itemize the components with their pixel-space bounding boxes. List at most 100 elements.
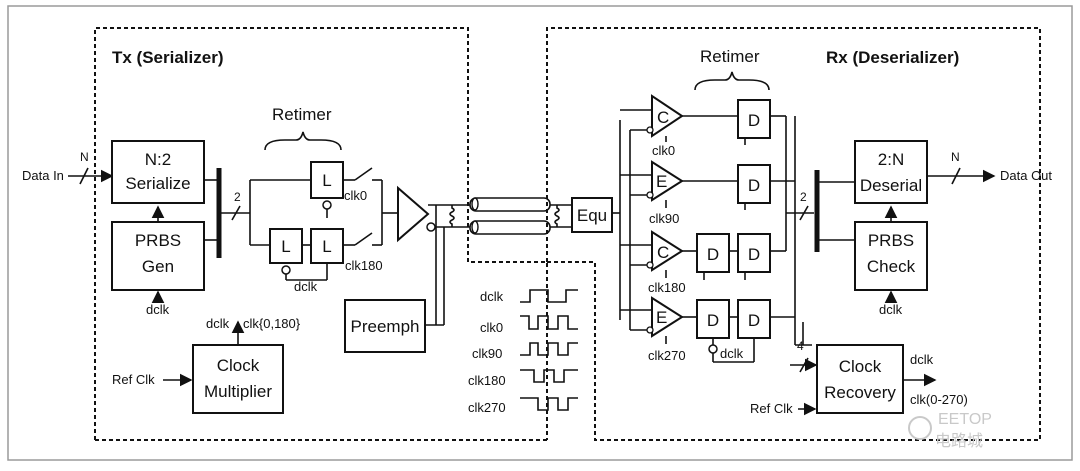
timing-diagram: dclk clk0 clk90 clk180 clk270: [468, 289, 578, 415]
rx-title: Rx (Deserializer): [826, 48, 959, 67]
wave-clk270: [520, 397, 578, 411]
tx-retimer-brace: [264, 131, 342, 151]
tx-latch-bottom-1: [269, 228, 303, 264]
prbs-check-dclk-label: dclk: [879, 302, 903, 317]
svg-text:E: E: [656, 308, 667, 327]
outer-frame: [7, 5, 1073, 461]
rx-clk180-label: clk180: [648, 280, 686, 295]
svg-text:D: D: [748, 311, 760, 330]
rx-termination: [554, 205, 560, 227]
clock-recovery-block: [816, 344, 904, 414]
rx-flipflop-4b: D: [737, 299, 795, 339]
rx-clk0-label: clk0: [652, 143, 675, 158]
tx-bus-width: 2: [234, 190, 241, 204]
serializer-label-1: N:2: [145, 150, 171, 169]
svg-text:C: C: [657, 243, 669, 262]
equalizer-block: [571, 197, 613, 233]
clock-recovery-clk-label: clk(0-270): [910, 392, 968, 407]
svg-text:D: D: [748, 176, 760, 195]
serializer-block: [111, 140, 205, 204]
tx-latch-top: [310, 161, 344, 199]
rx-bus4-label: 4: [797, 339, 804, 353]
prbs-check-label-1: PRBS: [868, 231, 914, 250]
svg-text:D: D: [748, 111, 760, 130]
clk0-switch: [354, 167, 373, 181]
rx-boundary: [546, 27, 1041, 441]
channel-pair-bottom: [469, 220, 551, 235]
data-out-label: Data Out: [1000, 168, 1052, 183]
data-in-label: Data In: [22, 168, 64, 183]
rx-flipflop-4a: D: [696, 299, 738, 339]
prbs-check-label-2: Check: [867, 257, 916, 276]
clkmul-dclk-label: dclk: [206, 316, 230, 331]
rx-clk270-label: clk270: [648, 348, 686, 363]
n-in-label: N: [80, 150, 89, 164]
n-out-label: N: [951, 150, 960, 164]
svg-text:E: E: [656, 172, 667, 191]
channel-pair-top: [469, 197, 551, 212]
deserializer-block: [854, 140, 928, 204]
prbs-gen-label-2: Gen: [142, 257, 174, 276]
clkmul-label-1: Clock: [217, 356, 260, 375]
clock-recovery-label-2: Recovery: [824, 383, 896, 402]
tx-termination: [449, 205, 455, 227]
tx-region: Tx (Serializer) Data In N N:2 Serialize …: [22, 27, 548, 441]
svg-text:D: D: [748, 245, 760, 264]
rx-comparator-e270: E clk270: [620, 296, 697, 363]
prbs-check-block: [854, 221, 928, 291]
svg-text:C: C: [657, 108, 669, 127]
rx-ff-dclk-label: dclk: [720, 346, 744, 361]
timing-dclk-label: dclk: [480, 289, 504, 304]
wave-clk180: [520, 369, 578, 383]
rx-ref-clk-label: Ref Clk: [750, 401, 793, 416]
rx-comparator-c180: C clk180: [620, 230, 697, 295]
timing-clk0-label: clk0: [480, 320, 503, 335]
tx-title: Tx (Serializer): [112, 48, 224, 67]
rx-comparator-c0: C clk0: [620, 94, 738, 158]
rx-flipflop-2: D: [737, 164, 795, 204]
deserializer-label-1: 2:N: [878, 150, 904, 169]
rx-flipflop-1: D: [737, 99, 786, 139]
svg-text:L: L: [281, 237, 290, 256]
rx-retimer-brace: [694, 71, 770, 91]
serializer-label-2: Serialize: [125, 174, 190, 193]
watermark: EETOP 电路城: [908, 411, 992, 450]
clk180-switch: [354, 232, 373, 246]
tx-clk180-label: clk180: [345, 258, 383, 273]
tx-retimer-label: Retimer: [272, 105, 332, 124]
svg-text:L: L: [322, 237, 331, 256]
rx-region: Rx (Deserializer) Equ Retimer C clk0: [546, 27, 1052, 441]
rx-comparator-e90: E clk90: [620, 160, 738, 226]
rx-flipflop-3b: D: [737, 233, 786, 273]
tx-driver: [397, 185, 430, 243]
svg-text:L: L: [322, 171, 331, 190]
channel: [469, 197, 551, 235]
watermark-logo-icon: [908, 416, 932, 440]
clock-recovery-label-1: Clock: [839, 357, 882, 376]
timing-clk180-label: clk180: [468, 373, 506, 388]
clkmul-clk-label: clk{0,180}: [243, 316, 301, 331]
watermark-line-1: EETOP: [938, 411, 992, 428]
tx-ref-clk-label: Ref Clk: [112, 372, 155, 387]
rx-retimer-label: Retimer: [700, 47, 760, 66]
wave-dclk: [520, 289, 578, 303]
preemph-label: Preemph: [351, 317, 420, 336]
clock-multiplier-block: [192, 344, 284, 414]
rx-clk90-label: clk90: [649, 211, 679, 226]
prbs-gen-block: [111, 221, 205, 291]
tx-boundary: [94, 27, 548, 440]
prbs-dclk-label: dclk: [146, 302, 170, 317]
deserializer-label-2: Deserial: [860, 176, 922, 195]
prbs-gen-label-1: PRBS: [135, 231, 181, 250]
timing-clk90-label: clk90: [472, 346, 502, 361]
svg-text:D: D: [707, 311, 719, 330]
timing-clk270-label: clk270: [468, 400, 506, 415]
rx-flipflop-3a: D: [696, 233, 738, 273]
wave-clk90: [520, 342, 578, 356]
rx-bus-width: 2: [800, 190, 807, 204]
preemph-block: [344, 299, 426, 353]
tx-clk0-label: clk0: [344, 188, 367, 203]
clock-recovery-dclk-label: dclk: [910, 352, 934, 367]
clkmul-label-2: Multiplier: [204, 382, 272, 401]
